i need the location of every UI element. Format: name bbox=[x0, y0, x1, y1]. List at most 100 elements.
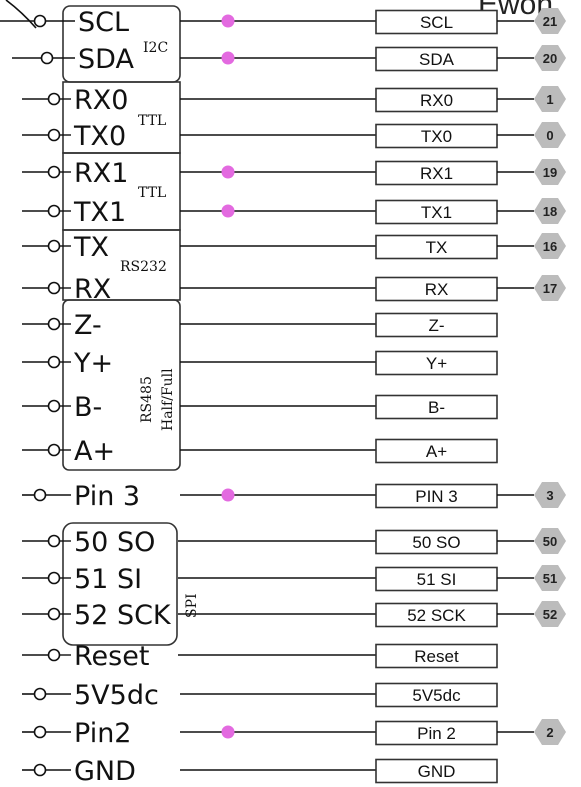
pin-5v5dc-connector-icon bbox=[33, 687, 47, 701]
pin-sda-signal-label: SDA bbox=[419, 50, 455, 69]
pin-scl-label: SCL bbox=[78, 7, 129, 38]
pin-50-so-label: 50 SO bbox=[74, 527, 155, 558]
pin-rx-gpio-badge bbox=[534, 275, 566, 301]
pin-rx1-label: RX1 bbox=[74, 158, 128, 189]
pin-a--label: A+ bbox=[74, 436, 115, 467]
pin-pin2-label: Pin2 bbox=[74, 718, 131, 749]
pin-tx-signal-label: TX bbox=[426, 238, 448, 257]
pin-tx0-signal-label: TX0 bbox=[421, 127, 452, 146]
pin-y--row: Y+ Y+ bbox=[22, 348, 498, 379]
pin-rx1-gpio-badge bbox=[534, 159, 566, 185]
pin-rx0-gpio-badge bbox=[534, 86, 566, 112]
pin-tx-connector-icon bbox=[47, 239, 61, 253]
pin-52-sck-row: 52 SCK 52 SCK 52 bbox=[22, 600, 566, 631]
pin-tx0-signal-box bbox=[375, 123, 498, 149]
pin-tx0-gpio-number: 0 bbox=[546, 128, 553, 143]
pin-52-sck-gpio-number: 52 bbox=[543, 607, 557, 622]
spi-group-frame bbox=[62, 522, 178, 646]
pin-tx1-row: TX1 TX1 18 bbox=[22, 197, 566, 228]
pin-51-si-signal-box bbox=[375, 566, 498, 592]
pin-tx-gpio-number: 16 bbox=[543, 239, 557, 254]
pin-52-sck-signal-label: 52 SCK bbox=[407, 606, 466, 625]
pin-52-sck-connector-icon bbox=[47, 607, 61, 621]
pin-rx-label: RX bbox=[74, 274, 111, 305]
pin-pin2-connector-icon bbox=[33, 725, 47, 739]
pin-tx0-gpio-badge bbox=[534, 122, 566, 148]
pin-b--label: B- bbox=[74, 392, 102, 423]
pin-y--signal-label: Y+ bbox=[426, 354, 447, 373]
pin-a--connector-icon bbox=[47, 443, 61, 457]
pin-pin2-gpio-badge bbox=[534, 719, 566, 745]
pin-pin2-gpio-number: 2 bbox=[546, 725, 553, 740]
pin-scl-signal-box bbox=[375, 9, 498, 35]
pin-rx0-signal-label: RX0 bbox=[420, 91, 453, 110]
ttl0-group-label: TTL bbox=[138, 113, 166, 129]
pin-tx1-gpio-number: 18 bbox=[543, 204, 557, 219]
pin-reset-connector-icon bbox=[47, 648, 61, 662]
pin-reset-row: Reset Reset bbox=[22, 641, 498, 672]
pin-b--signal-box bbox=[375, 394, 498, 420]
pin-rx-gpio-number: 17 bbox=[543, 281, 557, 296]
rs485-group-frame bbox=[62, 299, 181, 471]
pin-50-so-gpio-badge bbox=[534, 528, 566, 554]
pin-pin-3-row: Pin 3 PIN 3 3 bbox=[22, 481, 566, 512]
pin-reset-signal-label: Reset bbox=[414, 647, 459, 666]
pin-sda-gpio-badge bbox=[534, 45, 566, 71]
pin-tx1-connector-icon bbox=[47, 204, 61, 218]
pin-reset-label: Reset bbox=[74, 641, 149, 672]
pin-52-sck-label: 52 SCK bbox=[74, 600, 172, 631]
pin-sda-connector-icon bbox=[40, 51, 54, 65]
pin-pin-3-gpio-number: 3 bbox=[546, 488, 553, 503]
pin-rx0-connector-icon bbox=[47, 92, 61, 106]
pin-pin-3-signal-box bbox=[375, 483, 498, 509]
pin-pin-3-gpio-badge bbox=[534, 482, 566, 508]
pin-rx0-label: RX0 bbox=[74, 85, 128, 116]
pin-rx1-signal-label: RX1 bbox=[420, 164, 453, 183]
pin-52-sck-gpio-badge bbox=[534, 601, 566, 627]
pin-pin-3-signal-label: PIN 3 bbox=[415, 487, 458, 506]
pin-5v5dc-signal-box bbox=[375, 682, 498, 708]
rs232-group-label: RS232 bbox=[120, 259, 167, 275]
pin-tx-signal-box bbox=[375, 234, 498, 260]
pin-gnd-label: GND bbox=[74, 756, 136, 787]
rs485-mode-label: Half/Full bbox=[160, 368, 176, 431]
pin-scl-gpio-badge bbox=[534, 8, 566, 34]
pin-51-si-connector-icon bbox=[47, 571, 61, 585]
i2c-group-label: I2C bbox=[143, 40, 168, 56]
pin-tx1-signal-label: TX1 bbox=[421, 203, 452, 222]
pin-scl-signal-label: SCL bbox=[420, 13, 453, 32]
pin-sda-gpio-number: 20 bbox=[543, 51, 557, 66]
pin-a--signal-label: A+ bbox=[426, 442, 447, 461]
pin-z--connector-icon bbox=[47, 317, 61, 331]
pin-tx1-signal-box bbox=[375, 199, 498, 225]
pin-50-so-connector-icon bbox=[47, 534, 61, 548]
pin-pin-3-label: Pin 3 bbox=[74, 481, 140, 512]
pin-50-so-signal-label: 50 SO bbox=[412, 533, 460, 552]
pin-rx0-signal-box bbox=[375, 87, 498, 113]
pin-b--connector-icon bbox=[47, 399, 61, 413]
pin-rx1-gpio-number: 19 bbox=[543, 165, 557, 180]
pin-scl-connector-icon bbox=[33, 14, 47, 28]
pin-52-sck-signal-box bbox=[375, 602, 498, 628]
pin-tx1-label: TX1 bbox=[73, 197, 126, 228]
spi-group-label: SPI bbox=[184, 593, 200, 618]
pin-scl-marker-dot bbox=[221, 14, 235, 28]
pin-a--signal-box bbox=[375, 438, 498, 464]
pin-pin-3-connector-icon bbox=[33, 488, 47, 502]
pin-z--label: Z- bbox=[74, 310, 102, 341]
pin-y--signal-box bbox=[375, 350, 498, 376]
pin-pin-3-marker-dot bbox=[221, 488, 235, 502]
pin-z--row: Z-Z- bbox=[22, 310, 498, 341]
wire-curve-fragment bbox=[5, 0, 37, 29]
pin-rx1-signal-box bbox=[375, 160, 498, 186]
pin-y--label: Y+ bbox=[73, 348, 113, 379]
pin-50-so-gpio-number: 50 bbox=[543, 534, 557, 549]
